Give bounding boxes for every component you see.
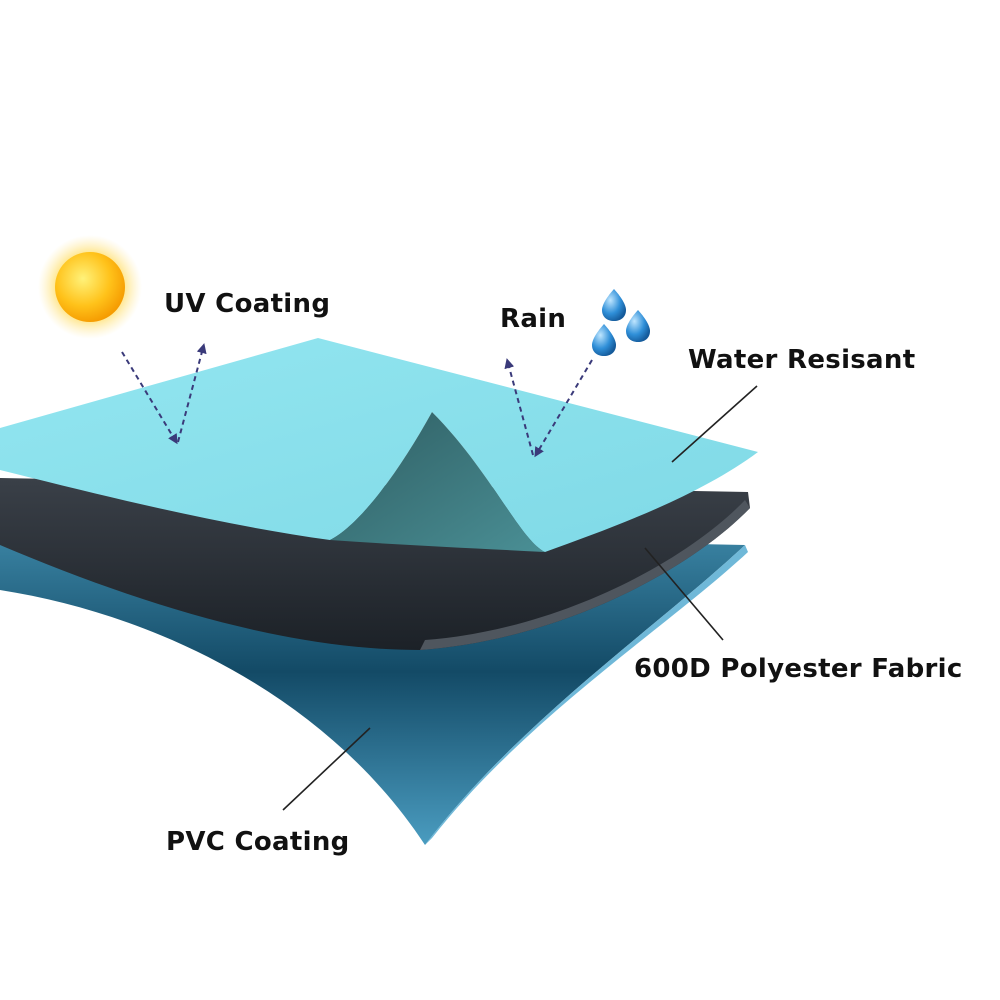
rain-drop xyxy=(626,310,650,342)
uv-arrows xyxy=(121,343,207,445)
water-resistant-label: Water Resisant xyxy=(688,345,916,375)
pvc-layer-edge xyxy=(425,545,748,845)
leader-polyester xyxy=(644,547,724,641)
peeled-corner xyxy=(330,412,545,552)
leader-water-resistant xyxy=(671,385,758,463)
uv-coating-label: UV Coating xyxy=(164,289,331,319)
rain-drop xyxy=(592,324,616,356)
water-resistant-layer xyxy=(0,338,758,552)
rain-drops-icon xyxy=(592,289,650,356)
polyester-fabric-label: 600D Polyester Fabric xyxy=(634,654,963,684)
rain-label: Rain xyxy=(500,304,567,334)
leader-pvc xyxy=(282,727,371,811)
uv-reflected-arrow xyxy=(177,343,207,443)
uv-incoming-arrow xyxy=(121,351,178,445)
leader-lines xyxy=(282,385,758,811)
rain-drop xyxy=(602,289,626,321)
rain-incoming-arrow xyxy=(534,359,593,458)
sun-icon xyxy=(38,235,142,339)
rain-reflected-arrow xyxy=(504,358,534,456)
rain-arrows xyxy=(504,358,593,458)
pvc-coating-label: PVC Coating xyxy=(166,827,350,857)
